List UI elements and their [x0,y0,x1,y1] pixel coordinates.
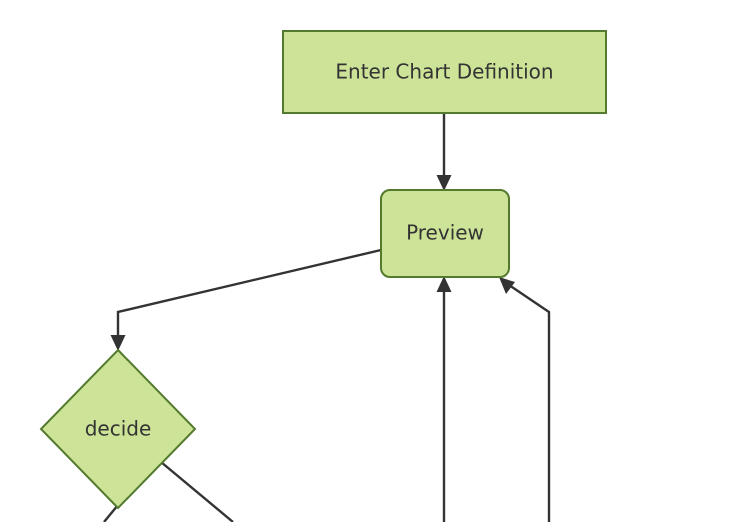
edge-line [160,461,234,522]
edge-line [103,504,119,522]
edge-enter-to-preview [436,113,452,191]
node-label-enter-chart-definition: Enter Chart Definition [335,60,553,84]
edge-line [116,248,382,338]
edge-line [508,284,551,522]
edge-bottom-center-to-preview [436,276,452,522]
edge-decide-right-out [160,461,234,522]
edge-preview-to-decide [110,248,382,351]
node-enter-chart-definition[interactable]: Enter Chart Definition [282,30,607,114]
arrow-head-icon [436,175,452,191]
arrow-head-icon [436,276,452,292]
node-rect[interactable] [282,30,607,114]
edge-decide-bottom-out [103,504,119,522]
node-preview[interactable]: Preview [380,189,510,278]
arrow-head-icon [499,277,515,294]
node-label-decide: decide [85,417,152,441]
edge-bottom-right-to-preview [499,277,551,522]
arrow-head-icon [110,335,126,351]
node-decide[interactable]: decide [39,348,197,510]
node-rounded-rect[interactable] [380,189,510,278]
node-label-preview: Preview [406,221,484,245]
node-diamond[interactable] [39,348,197,510]
